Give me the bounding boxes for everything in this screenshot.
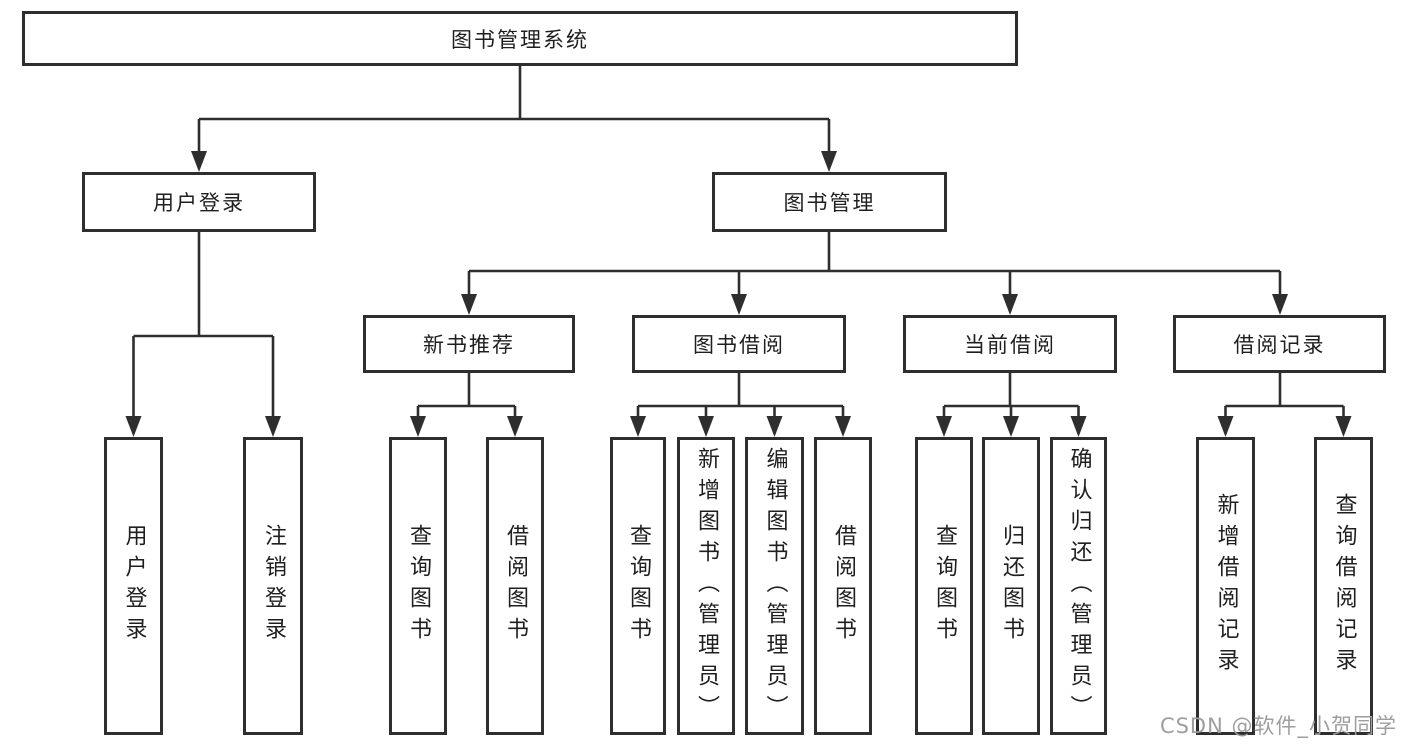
leaf-edit-books-admin-label: 编辑图书（管理员） (762, 446, 788, 726)
leaf-query-books-borrow: 查询图书 (610, 437, 666, 735)
leaf-user-login: 用户登录 (104, 437, 163, 735)
leaf-return-books-label: 归还图书 (999, 524, 1024, 648)
leaf-query-borrow-record: 查询借阅记录 (1314, 437, 1373, 735)
leaf-borrow-books-borrow: 借阅图书 (814, 437, 872, 735)
leaf-add-books-admin-label: 新增图书（管理员） (694, 446, 719, 726)
connector-user-login-to-leaves (125, 232, 281, 437)
node-new-book-recommend: 新书推荐 (363, 315, 575, 373)
connector-book-borrow-to-leaves (630, 373, 851, 437)
node-book-borrow: 图书借阅 (632, 315, 846, 373)
leaf-add-books-admin: 新增图书（管理员） (677, 437, 735, 735)
node-borrow-records: 借阅记录 (1173, 315, 1386, 373)
leaf-return-books: 归还图书 (982, 437, 1040, 735)
leaf-query-borrow-record-label: 查询借阅记录 (1331, 493, 1357, 679)
leaf-borrow-books-recommend: 借阅图书 (486, 437, 544, 735)
leaf-user-login-label: 用户登录 (121, 524, 147, 648)
leaf-logout-login-label: 注销登录 (261, 524, 286, 648)
leaf-add-borrow-record-label: 新增借阅记录 (1213, 493, 1239, 679)
connector-book-management-to-level3 (461, 232, 1288, 315)
node-current-borrow: 当前借阅 (903, 315, 1117, 373)
connector-borrow-records-to-leaves (1217, 373, 1352, 437)
node-book-management: 图书管理 (712, 172, 947, 232)
connector-new-book-recommend-to-leaves (410, 373, 523, 437)
connector-root-to-level2 (191, 66, 837, 172)
connector-current-borrow-to-leaves (936, 373, 1087, 437)
leaf-add-borrow-record: 新增借阅记录 (1196, 437, 1255, 735)
leaf-query-books-current-label: 查询图书 (932, 524, 957, 648)
leaf-query-books-recommend: 查询图书 (389, 437, 447, 735)
leaf-query-books-recommend-label: 查询图书 (406, 524, 431, 648)
csdn-watermark: CSDN @软件_小贺同学 (1159, 714, 1397, 738)
leaf-logout-login: 注销登录 (243, 437, 303, 735)
leaf-borrow-books-recommend-label: 借阅图书 (503, 524, 528, 648)
leaf-confirm-return-admin-label: 确认归还（管理员） (1066, 446, 1092, 726)
node-user-login: 用户登录 (82, 172, 316, 232)
leaf-query-books-current: 查询图书 (915, 437, 973, 735)
leaf-query-books-borrow-label: 查询图书 (626, 524, 651, 648)
leaf-edit-books-admin: 编辑图书（管理员） (745, 437, 804, 735)
leaf-confirm-return-admin: 确认归还（管理员） (1050, 437, 1107, 735)
node-root: 图书管理系统 (22, 11, 1018, 66)
leaf-borrow-books-borrow-label: 借阅图书 (831, 524, 856, 648)
